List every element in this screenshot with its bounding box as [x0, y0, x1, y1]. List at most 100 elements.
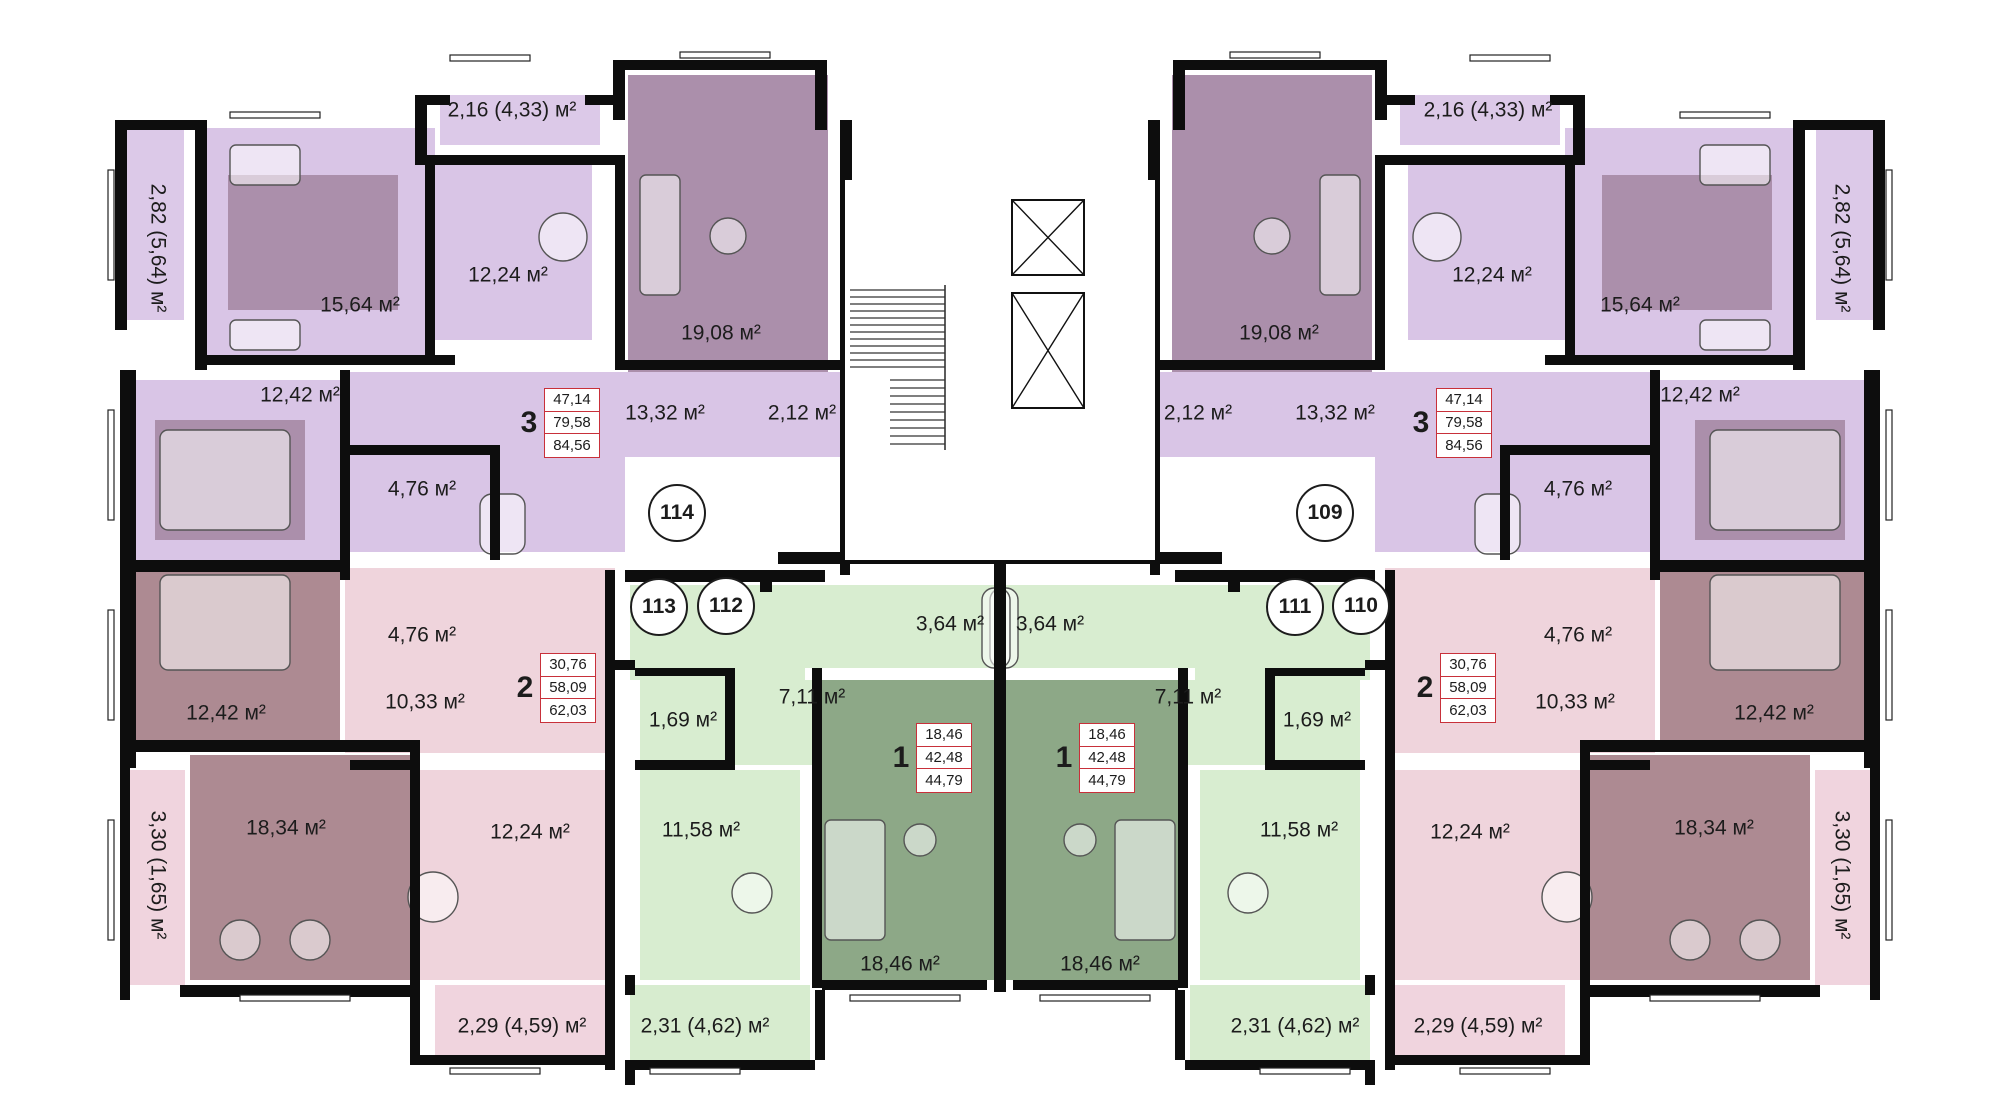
total-area-with-balcony: 84,56	[1445, 437, 1483, 455]
wall	[415, 95, 450, 105]
flat-number-114[interactable]: 114	[648, 484, 706, 542]
bathroom-room	[772, 585, 1000, 668]
balcony-room	[1395, 985, 1565, 1060]
window	[1679, 111, 1771, 119]
window	[1885, 169, 1893, 281]
bathroom-room	[1500, 450, 1650, 550]
apartment-rooms-count: 2	[1416, 671, 1434, 704]
wall	[1580, 760, 1650, 770]
room-area-label: 2,29 (4,59) м²	[1413, 1014, 1543, 1038]
room-area-label: 2,31 (4,62) м²	[1230, 1014, 1360, 1038]
wall	[410, 740, 420, 990]
wall	[815, 990, 825, 1060]
wall	[1365, 660, 1395, 670]
flat-number-110[interactable]: 110	[1332, 577, 1390, 635]
room-area-label: 12,42 м²	[260, 383, 340, 407]
wall	[410, 990, 420, 1065]
wall	[625, 1065, 635, 1085]
apartment-rooms-count: 2	[516, 671, 534, 704]
living-area: 47,14	[1437, 389, 1491, 412]
room-area-label: 7,11 м²	[778, 685, 846, 709]
total-area: 42,48	[917, 747, 971, 770]
apartment-areas-table: 47,14 79,58 84,56	[1436, 388, 1492, 458]
apartment-areas-table: 30,76 58,09 62,03	[540, 653, 596, 723]
flat-number-113[interactable]: 113	[630, 578, 688, 636]
room-area-label: 4,76 м²	[387, 623, 457, 647]
room-area-label: 18,34 м²	[1674, 816, 1754, 840]
wall	[1500, 445, 1655, 455]
apartment-areas-table: 18,46 42,48 44,79	[1079, 723, 1135, 793]
room-area-label: 18,34 м²	[246, 816, 326, 840]
room-area-label: 15,64 м²	[320, 293, 400, 317]
wall	[994, 552, 1006, 992]
room-area-label: 7,11 м²	[1154, 685, 1222, 709]
window	[679, 51, 771, 59]
armchair	[1669, 919, 1711, 961]
room-area-label: 11,58 м²	[1259, 818, 1339, 842]
bathtub	[1474, 493, 1521, 555]
room-area-label: 13,32 м²	[625, 401, 705, 425]
total-area-with-balcony: 84,56	[553, 437, 591, 455]
flat-number-109[interactable]: 109	[1296, 484, 1354, 542]
balcony-room	[435, 985, 605, 1060]
wall	[1375, 60, 1387, 120]
elevator-cross	[1011, 292, 1085, 409]
wall	[1864, 370, 1880, 570]
flat-number-112[interactable]: 112	[697, 577, 755, 635]
wall	[120, 568, 136, 768]
wall	[1175, 570, 1375, 582]
wall	[1795, 120, 1885, 130]
window	[107, 409, 115, 521]
window	[1885, 609, 1893, 721]
living-area: 30,76	[541, 654, 595, 677]
total-area-with-balcony: 44,79	[1088, 772, 1126, 790]
wall	[635, 668, 725, 676]
window	[229, 111, 321, 119]
wall	[1175, 990, 1185, 1060]
window	[1885, 819, 1893, 941]
wall	[1173, 60, 1185, 130]
wall	[340, 370, 350, 580]
sofa	[1319, 174, 1361, 296]
room-area-label: 2,16 (4,33) м²	[447, 98, 577, 122]
room-area-label: 4,76 м²	[387, 477, 457, 501]
balcony-room	[440, 95, 600, 145]
room-area-label: 4,76 м²	[1543, 477, 1613, 501]
window	[449, 1067, 541, 1075]
window	[107, 609, 115, 721]
room-area-label: 12,42 м²	[186, 701, 266, 725]
stairwell	[845, 180, 1155, 560]
wall	[195, 120, 207, 370]
wall	[1175, 60, 1375, 70]
wall	[615, 155, 625, 370]
wall	[625, 570, 825, 582]
room-area-label: 10,33 м²	[1535, 690, 1615, 714]
wall	[1275, 668, 1365, 676]
wall	[1650, 560, 1880, 572]
wall	[615, 360, 845, 370]
bed	[229, 144, 301, 186]
bathroom-room	[350, 450, 500, 550]
window	[1459, 1067, 1551, 1075]
flat-number-111[interactable]: 111	[1266, 578, 1324, 636]
wall	[1178, 668, 1188, 988]
room-area-label: 2,12 м²	[767, 401, 837, 425]
wall	[1155, 360, 1385, 370]
bed	[159, 574, 291, 671]
room-area-label: 2,82 (5,64) м²	[1830, 183, 1854, 313]
dining-table	[731, 872, 773, 914]
balcony-room	[630, 985, 810, 1060]
total-area-with-balcony: 44,79	[925, 772, 963, 790]
room-area-label: 3,30 (1,65) м²	[1830, 810, 1854, 940]
table	[1063, 823, 1097, 857]
wall	[1375, 155, 1575, 165]
furniture-layer	[159, 144, 1841, 961]
wall	[1375, 95, 1415, 105]
sofa	[1699, 319, 1771, 351]
wall	[1550, 95, 1585, 105]
wall	[605, 660, 635, 670]
room-area-label: 1,69 м²	[648, 708, 718, 732]
window	[449, 54, 531, 62]
